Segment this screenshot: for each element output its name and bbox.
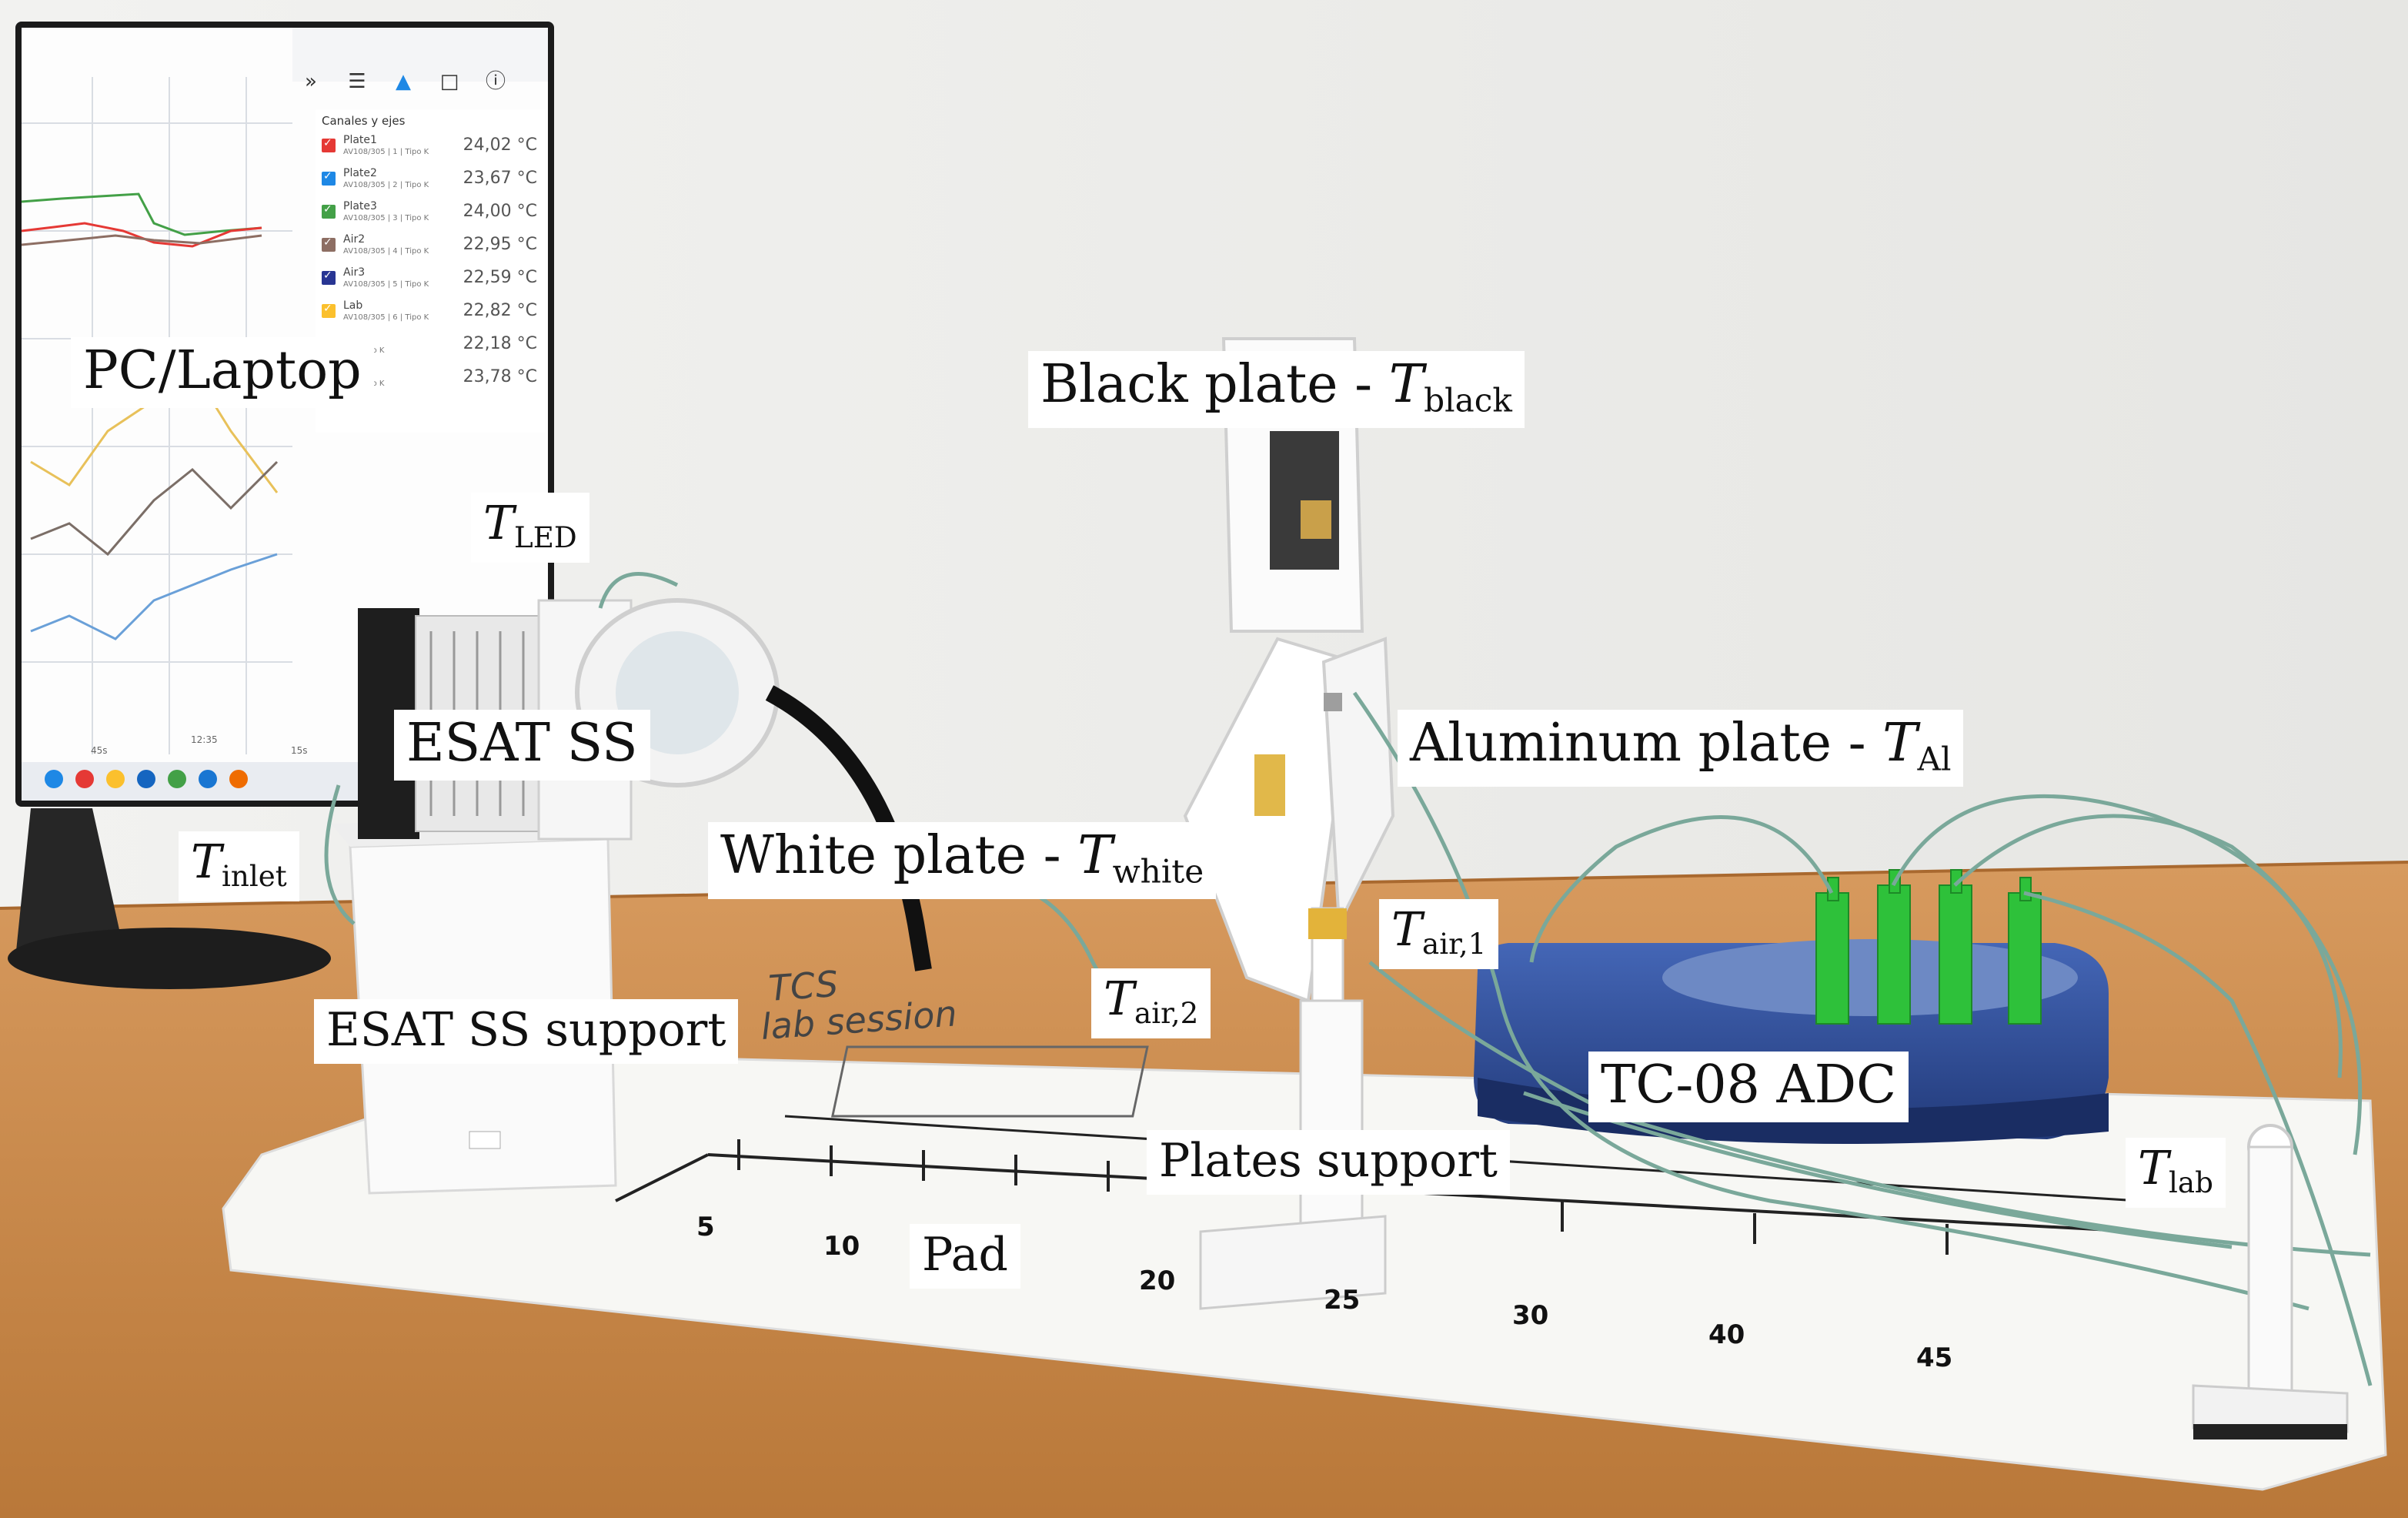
chat-icon[interactable]: □: [439, 70, 459, 93]
label-esat-ss: ESAT SS: [394, 710, 650, 781]
channels-panel-title: Canales y ejes: [322, 114, 406, 128]
plates-assembly: [1183, 337, 1395, 1310]
channel-meta: AV108/305 | 3 | Tipo K: [343, 214, 429, 222]
label-esat-ss-support: ESAT SS support: [314, 999, 739, 1064]
channel-meta: AV108/305 | 4 | Tipo K: [343, 247, 429, 256]
chevron-double-right-icon[interactable]: »: [305, 70, 317, 93]
info-icon[interactable]: ⓘ: [485, 70, 506, 93]
channel-value: 22,95 °C: [463, 235, 537, 254]
channel-name: Air2: [343, 233, 366, 246]
channel-value: 22,59 °C: [463, 268, 537, 287]
channel-name: Plate3: [343, 200, 377, 212]
ruler-number: 5: [696, 1212, 715, 1242]
channel-value: 23,67 °C: [463, 169, 537, 188]
graph-line-air2: [21, 234, 262, 246]
channel-value: 22,82 °C: [463, 301, 537, 320]
ruler-number: 40: [1708, 1319, 1745, 1350]
label-pc-laptop: PC/Laptop: [71, 337, 374, 408]
axis-tick: 45s: [91, 745, 108, 756]
axis-tick: 15s: [291, 745, 308, 756]
taskbar-icons: [45, 770, 248, 788]
label-aluminum-plate: Aluminum plate - TAl: [1398, 710, 1964, 787]
graph-line-air3: [30, 460, 279, 557]
label-plates-support: Plates support: [1147, 1130, 1510, 1195]
label-t-inlet: Tinlet: [179, 831, 299, 902]
label-t-air-1: Tair,1: [1379, 899, 1499, 970]
thermocouple-connectors: [1815, 869, 2042, 1025]
monitor-base: [8, 928, 331, 989]
channel-checkbox[interactable]: [322, 269, 336, 285]
label-tc08-adc: TC-08 ADC: [1588, 1052, 1909, 1122]
channel-value: 23,78 °C: [463, 367, 537, 386]
channel-meta: AV108/305 | 2 | Tipo K: [343, 181, 429, 189]
t-lab-sensor-stand: [2192, 1124, 2349, 1439]
label-t-air-2: Tair,2: [1091, 968, 1211, 1039]
channel-value: 24,00 °C: [463, 202, 537, 221]
channel-checkbox[interactable]: [322, 170, 336, 186]
channel-checkbox[interactable]: [322, 236, 336, 252]
channel-name: Air3: [343, 266, 366, 279]
label-white-plate: White plate - Twhite: [708, 822, 1217, 899]
label-pad: Pad: [910, 1224, 1020, 1289]
monitor-stand: [15, 808, 123, 958]
ruler-number: 45: [1916, 1342, 1952, 1373]
channel-meta: AV108/305 | 1 | Tipo K: [343, 148, 429, 156]
channel-checkbox[interactable]: [322, 303, 336, 318]
channel-meta: AV108/305 | 5 | Tipo K: [343, 280, 429, 289]
axis-tick: 12:35: [191, 734, 218, 745]
channel-meta: AV108/305 | 6 | Tipo K: [343, 313, 429, 322]
graph-line-plate2: [30, 553, 278, 640]
label-black-plate: Black plate - Tblack: [1028, 351, 1525, 428]
graph-line-plate1: [21, 222, 262, 248]
bell-icon[interactable]: ▲: [396, 70, 411, 93]
pad-printed-title: TCS: [767, 963, 840, 1009]
plates-support: [1299, 999, 1364, 1249]
channel-name: Plate2: [343, 167, 377, 179]
channel-value: 24,02 °C: [463, 135, 537, 155]
list-icon[interactable]: ☰: [348, 70, 366, 93]
ruler-number: 20: [1139, 1266, 1175, 1296]
ruler-number: 30: [1512, 1300, 1548, 1331]
ruler-number: 10: [823, 1231, 860, 1262]
graph-line-plate3: [21, 192, 262, 236]
label-t-lab: Tlab: [2126, 1138, 2226, 1209]
label-t-led: TLED: [471, 493, 589, 563]
channel-value: 22,18 °C: [463, 334, 537, 353]
channel-checkbox[interactable]: [322, 203, 336, 219]
ruler-number: 25: [1324, 1285, 1360, 1316]
channel-name: Plate1: [343, 134, 377, 146]
monitor-screen: » ☰ ▲ □ ⓘ Canales y ejes Plate1AV108/305…: [22, 28, 545, 797]
channel-name: Lab: [343, 299, 363, 312]
channel-checkbox[interactable]: [322, 137, 336, 152]
